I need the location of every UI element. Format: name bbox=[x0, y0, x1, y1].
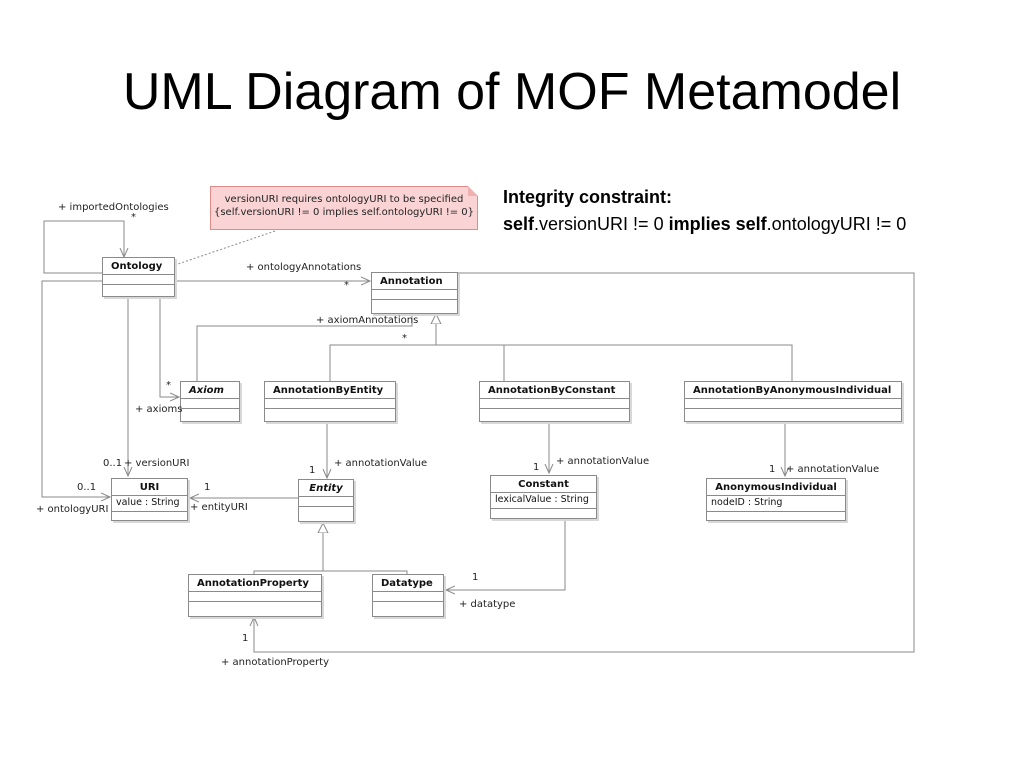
class-uri[interactable]: URI value : String bbox=[111, 478, 188, 521]
class-annotation-by-entity-name: AnnotationByEntity bbox=[265, 382, 395, 399]
constraint-heading: Integrity constraint: bbox=[503, 187, 673, 207]
label-axioms-mult: * bbox=[166, 380, 171, 391]
axioms-edge bbox=[159, 297, 179, 397]
label-ontology-uri-mult: 0..1 bbox=[77, 482, 97, 493]
imported-ontologies-edge bbox=[43, 220, 124, 274]
integrity-constraint: Integrity constraint: self.versionURI !=… bbox=[503, 184, 906, 238]
class-annotation-property[interactable]: AnnotationProperty bbox=[188, 574, 322, 617]
class-entity-name: Entity bbox=[299, 480, 353, 497]
datatype-edge bbox=[446, 519, 566, 590]
label-constant-value-mult: 1 bbox=[533, 462, 540, 473]
class-annotation-property-name: AnnotationProperty bbox=[189, 575, 321, 592]
label-ontology-annotations: + ontologyAnnotations bbox=[246, 262, 362, 273]
label-entity-value-mult: 1 bbox=[309, 465, 316, 476]
class-annotation-by-anon-name: AnnotationByAnonymousIndividual bbox=[685, 382, 901, 399]
label-annotation-property: + annotationProperty bbox=[221, 657, 329, 668]
class-ontology-name: Ontology bbox=[103, 258, 174, 275]
label-anon-value-mult: 1 bbox=[769, 464, 776, 475]
class-axiom[interactable]: Axiom bbox=[180, 381, 240, 422]
label-version-uri: + versionURI bbox=[124, 458, 190, 469]
ontology-uri-edge bbox=[41, 280, 110, 497]
entity-generalization-tree bbox=[253, 570, 408, 574]
note-connector bbox=[177, 230, 276, 265]
note-line-2: {self.versionURI != 0 implies self.ontol… bbox=[213, 207, 475, 218]
note-line-1: versionURI requires ontologyURI to be sp… bbox=[224, 194, 464, 205]
class-annotation-name: Annotation bbox=[372, 273, 457, 290]
class-anonymous-individual-attribute: nodeID : String bbox=[707, 496, 845, 512]
class-anonymous-individual[interactable]: AnonymousIndividual nodeID : String bbox=[706, 478, 846, 521]
annotation-property-edge bbox=[254, 272, 915, 653]
label-entity-uri: + entityURI bbox=[190, 502, 248, 513]
class-datatype-name: Datatype bbox=[373, 575, 443, 592]
label-ontology-annotations-mult: * bbox=[344, 280, 349, 291]
class-annotation-by-entity[interactable]: AnnotationByEntity bbox=[264, 381, 396, 422]
label-imported-ontologies: + importedOntologies bbox=[58, 202, 169, 213]
label-entity-uri-mult: 1 bbox=[204, 482, 211, 493]
annotation-generalization-tree bbox=[329, 344, 793, 381]
class-constant-name: Constant bbox=[491, 476, 596, 493]
label-anon-value: + annotationValue bbox=[786, 464, 880, 475]
class-datatype[interactable]: Datatype bbox=[372, 574, 444, 617]
label-axioms: + axioms bbox=[135, 404, 183, 415]
class-uri-name: URI bbox=[112, 479, 187, 496]
class-ontology[interactable]: Ontology bbox=[102, 257, 175, 297]
label-constant-value: + annotationValue bbox=[556, 456, 650, 467]
class-uri-attribute: value : String bbox=[112, 496, 187, 512]
label-axiom-annotations: + axiomAnnotations bbox=[316, 315, 419, 326]
label-imported-mult: * bbox=[131, 212, 136, 223]
class-annotation-by-anonymous-individual[interactable]: AnnotationByAnonymousIndividual bbox=[684, 381, 902, 422]
constraint-note: versionURI requires ontologyURI to be sp… bbox=[210, 186, 478, 230]
class-constant-attribute: lexicalValue : String bbox=[491, 493, 596, 509]
label-annotation-property-mult: 1 bbox=[242, 633, 249, 644]
label-datatype: + datatype bbox=[459, 599, 516, 610]
constraint-expression: self.versionURI != 0 implies self.ontolo… bbox=[503, 214, 907, 234]
label-entity-value: + annotationValue bbox=[334, 458, 428, 469]
class-axiom-name: Axiom bbox=[181, 382, 239, 399]
class-annotation-by-constant[interactable]: AnnotationByConstant bbox=[479, 381, 630, 422]
label-axiom-annotations-mult: * bbox=[402, 333, 407, 344]
label-ontology-uri: + ontologyURI bbox=[36, 504, 109, 515]
page-title: UML Diagram of MOF Metamodel bbox=[122, 63, 902, 121]
class-constant[interactable]: Constant lexicalValue : String bbox=[490, 475, 597, 519]
class-entity[interactable]: Entity bbox=[298, 479, 354, 522]
class-annotation[interactable]: Annotation bbox=[371, 272, 458, 314]
class-annotation-by-constant-name: AnnotationByConstant bbox=[480, 382, 629, 399]
class-anonymous-individual-name: AnonymousIndividual bbox=[707, 479, 845, 496]
label-datatype-mult: 1 bbox=[472, 572, 479, 583]
label-version-uri-mult: 0..1 bbox=[103, 458, 123, 469]
